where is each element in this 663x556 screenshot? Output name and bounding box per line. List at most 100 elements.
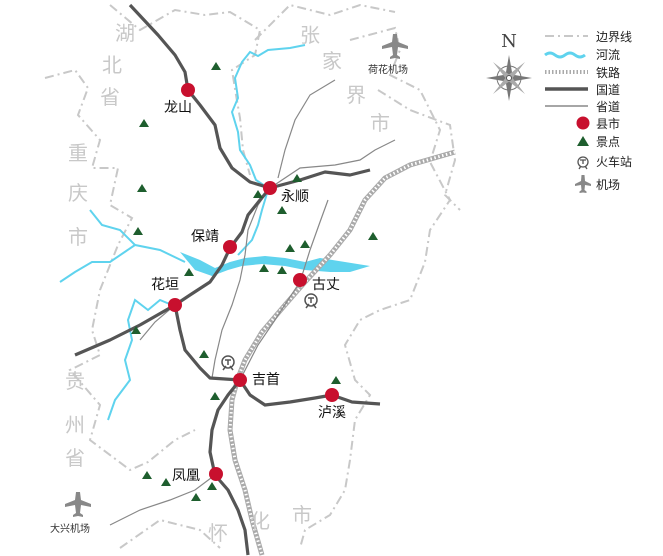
compass: N (486, 31, 532, 101)
scenic-spot-icon (133, 227, 143, 235)
scenic-spot-icon (161, 478, 171, 486)
scenic-spot-icon (331, 376, 341, 384)
city-label-longshan: 龙山 (164, 100, 192, 116)
city-dot-jishou (233, 373, 247, 387)
region-guizhou-char: 省 (65, 446, 85, 470)
region-chongqing-char: 市 (68, 225, 88, 249)
scenic-spot-icon (292, 174, 302, 182)
border-line (299, 26, 452, 549)
region-labels: 湖 北 省 重 庆 市 贵 州 省 张 家 界 市 怀 化 市 (65, 21, 390, 545)
legend: 边界线 河流 铁路 国道 省道 县市 景点 火车站 机场 (544, 30, 632, 193)
legend-symbol-scenic-spot (577, 136, 589, 146)
legend-label-train-station: 火车站 (596, 154, 632, 169)
compass-north-label: N (501, 31, 517, 52)
city-labels: 龙山 永顺 保靖 花垣 古丈 吉首 泸溪 凤凰 (151, 100, 346, 484)
provincial-road-line (277, 79, 336, 179)
legend-label-border: 边界线 (596, 30, 632, 44)
city-dot-luxi (325, 388, 339, 402)
legend-symbol-airport-icon (575, 175, 591, 193)
scenic-spot-icon (210, 392, 220, 400)
legend-symbol-train-station-icon (577, 156, 589, 170)
region-guizhou-char: 贵 (65, 369, 85, 393)
airport-icon (65, 492, 91, 517)
region-chongqing-char: 重 (68, 141, 88, 165)
city-dot-yongshun (263, 181, 277, 195)
legend-symbol-river (544, 51, 586, 59)
scenic-spot-icon (207, 482, 217, 490)
region-zhangjiajie-char: 张 (300, 23, 320, 47)
scenic-spot-icon (191, 493, 201, 501)
region-hubei-char: 北 (102, 53, 122, 77)
city-dot-guzhang (293, 273, 307, 287)
provincial-road-line (211, 187, 271, 379)
provincial-road-line (109, 474, 216, 526)
river-line (59, 243, 186, 283)
legend-label-airport: 机场 (596, 178, 620, 192)
scenic-spot-icon (277, 266, 287, 274)
region-zhangjiajie-char: 家 (322, 49, 342, 73)
provincial-road-line (239, 281, 301, 381)
scenic-spot-icon (137, 184, 147, 192)
river-line (107, 298, 173, 421)
river-line (237, 189, 269, 256)
national-road-line (74, 3, 272, 357)
provincial-road-line (299, 199, 329, 283)
airports (65, 34, 408, 517)
city-label-guzhang: 古丈 (312, 277, 340, 293)
city-label-jishou: 吉首 (252, 372, 280, 388)
city-label-huayuan: 花垣 (151, 277, 179, 293)
train-station-icon (304, 293, 318, 309)
river-line (230, 44, 306, 187)
airport-icon (382, 34, 408, 59)
railway-line (227, 149, 456, 556)
legend-label-national-road: 国道 (596, 83, 620, 97)
city-label-yongshun: 永顺 (281, 189, 309, 205)
region-zhangjiajie-char: 市 (370, 111, 390, 135)
region-zhangjiajie-char: 界 (346, 83, 366, 107)
city-dot-huayuan (168, 298, 182, 312)
legend-label-provincial-road: 省道 (596, 100, 620, 114)
border-line (119, 518, 221, 549)
legend-symbol-county-city (576, 116, 590, 130)
city-label-luxi: 泸溪 (318, 405, 346, 421)
border-line (44, 68, 196, 472)
compass-rose-icon (486, 55, 532, 101)
airport-label-daxing: 大兴机场 (50, 522, 90, 535)
region-huaihua-char: 怀 (208, 521, 228, 545)
region-guizhou-char: 州 (65, 413, 85, 437)
city-dot-baojing (223, 240, 237, 254)
legend-label-scenic-spot: 景点 (596, 135, 620, 149)
railway-ties (228, 150, 456, 556)
city-dot-fenghuang (209, 467, 223, 481)
scenic-spot-icon (259, 264, 269, 272)
region-hubei-char: 湖 (115, 21, 135, 45)
provincial-roads (109, 79, 396, 526)
region-chongqing-char: 庆 (68, 181, 88, 205)
national-road-line (208, 379, 250, 556)
region-huaihua-char: 化 (250, 509, 270, 533)
city-dot-longshan (181, 83, 195, 97)
provincial-road-line (269, 139, 396, 189)
railway (227, 149, 456, 556)
scenic-spot-icon (131, 326, 141, 334)
national-road-line (269, 168, 371, 190)
borders (44, 3, 461, 549)
river-line (89, 209, 136, 246)
scenic-spot-icon (285, 244, 295, 252)
city-label-fenghuang: 凤凰 (172, 468, 200, 484)
scenic-spot-icon (142, 471, 152, 479)
scenic-spots (131, 62, 378, 501)
scenic-spot-icon (253, 190, 263, 198)
scenic-spot-icon (277, 206, 287, 214)
border-line (377, 89, 461, 211)
train-station-icon (221, 355, 235, 371)
border-line (254, 3, 396, 41)
train-stations (221, 293, 318, 371)
legend-label-railway: 铁路 (596, 65, 620, 80)
scenic-spot-icon (368, 232, 378, 240)
airport-label-hehua: 荷花机场 (368, 63, 408, 76)
scenic-spot-icon (199, 350, 209, 358)
scenic-spot-icon (139, 119, 149, 127)
region-huaihua-char: 市 (292, 503, 312, 527)
